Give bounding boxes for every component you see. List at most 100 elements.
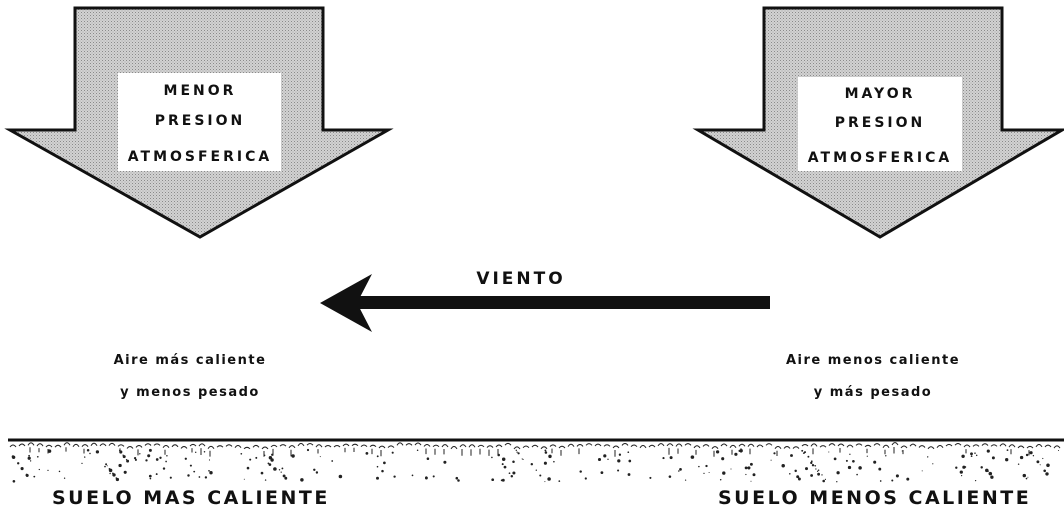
soil-speck	[155, 458, 159, 461]
soil-speck	[104, 465, 106, 468]
ground-left-label: SUELO MAS CALIENTE	[52, 487, 330, 509]
low-pressure-line-3: ATMOSFERICA	[128, 149, 272, 165]
soil-speck	[1042, 457, 1044, 460]
soil-speck	[29, 460, 32, 462]
low-pressure-label-box	[118, 73, 281, 171]
soil-speck	[313, 468, 316, 472]
soil-speck	[821, 474, 823, 476]
soil-speck	[744, 466, 748, 470]
soil-speck	[383, 461, 386, 465]
soil-speck	[270, 458, 274, 462]
soil-speck	[816, 470, 819, 472]
soil-speck	[810, 460, 813, 463]
soil-speck	[698, 465, 700, 468]
soil-speck	[134, 458, 137, 461]
soil-speck	[970, 452, 973, 456]
soil-speck	[517, 452, 520, 455]
soil-speck	[553, 460, 555, 463]
soil-speck	[927, 456, 929, 458]
soil-speck	[95, 450, 100, 454]
soil-speck	[1029, 451, 1033, 455]
soil-speck	[278, 469, 281, 471]
soil-speck	[747, 466, 751, 470]
soil-speck	[306, 448, 310, 452]
soil-speck	[125, 459, 128, 461]
ground-grass-texture	[9, 442, 1061, 457]
soil-speck	[282, 474, 286, 478]
soil-speck	[847, 465, 852, 470]
soil-speck	[268, 463, 272, 466]
soil-speck	[721, 457, 725, 461]
soil-speck	[988, 471, 993, 476]
soil-speck	[243, 478, 245, 480]
soil-speck	[393, 475, 396, 478]
soil-speck	[1045, 472, 1049, 476]
soil-speck	[1017, 463, 1020, 465]
soil-speck	[814, 464, 817, 467]
soil-speck	[28, 454, 30, 457]
soil-speck	[1006, 449, 1009, 452]
soil-speck	[291, 454, 295, 458]
soil-speck	[961, 475, 963, 477]
soil-speck	[187, 474, 190, 477]
soil-speck	[155, 473, 158, 476]
soil-speck	[1032, 455, 1035, 457]
wind-arrow: VIENTO	[320, 269, 770, 332]
soil-speck	[961, 454, 965, 459]
soil-speck	[708, 471, 710, 474]
soil-speck	[106, 465, 108, 467]
soil-speck	[105, 463, 108, 466]
soil-speck	[184, 457, 187, 460]
soil-speck	[617, 459, 621, 463]
soil-speck	[750, 480, 752, 482]
soil-speck	[281, 467, 284, 470]
soil-speck	[249, 458, 252, 461]
soil-speck	[109, 472, 111, 475]
soil-speck	[980, 466, 983, 469]
soil-speck	[416, 449, 419, 451]
soil-speck	[1057, 449, 1060, 452]
soil-speck	[194, 451, 197, 454]
soil-speck	[781, 463, 785, 468]
soil-speck	[432, 475, 435, 478]
soil-speck	[790, 454, 793, 457]
soil-speck	[544, 451, 548, 454]
soil-speck	[209, 471, 213, 475]
soil-speck	[901, 450, 903, 452]
soil-speck	[797, 477, 801, 481]
soil-speck	[508, 472, 511, 475]
soil-speck	[668, 475, 672, 478]
soil-speck	[544, 449, 547, 452]
soil-speck	[986, 449, 990, 453]
soil-speck	[690, 455, 695, 459]
soil-speck	[148, 474, 152, 478]
soil-speck	[169, 476, 172, 479]
soil-speck	[600, 471, 604, 474]
soil-speck	[558, 480, 561, 482]
soil-speck	[491, 456, 493, 459]
soil-speck	[974, 452, 976, 454]
soil-speck	[123, 470, 127, 474]
soil-speck	[617, 469, 620, 472]
soil-speck	[112, 473, 116, 477]
soil-speck	[738, 449, 741, 453]
soil-speck	[801, 449, 804, 452]
soil-speck	[512, 460, 515, 464]
soil-speck	[522, 458, 524, 460]
soil-speck	[115, 477, 120, 482]
soil-speck	[885, 455, 887, 457]
soil-speck	[852, 459, 855, 463]
high-pressure-line-2: PRESION	[835, 115, 926, 131]
soil-speck	[147, 454, 151, 458]
soil-speck	[331, 460, 334, 462]
wind-label: VIENTO	[476, 269, 565, 289]
soil-speck	[189, 464, 192, 467]
soil-speck	[988, 470, 990, 472]
soil-speck	[858, 466, 862, 470]
soil-speck	[149, 477, 152, 480]
soil-speck	[260, 471, 264, 475]
soil-speck	[411, 474, 414, 477]
soil-speck	[503, 465, 507, 469]
soil-speck	[443, 460, 447, 464]
soil-speck	[669, 456, 673, 460]
